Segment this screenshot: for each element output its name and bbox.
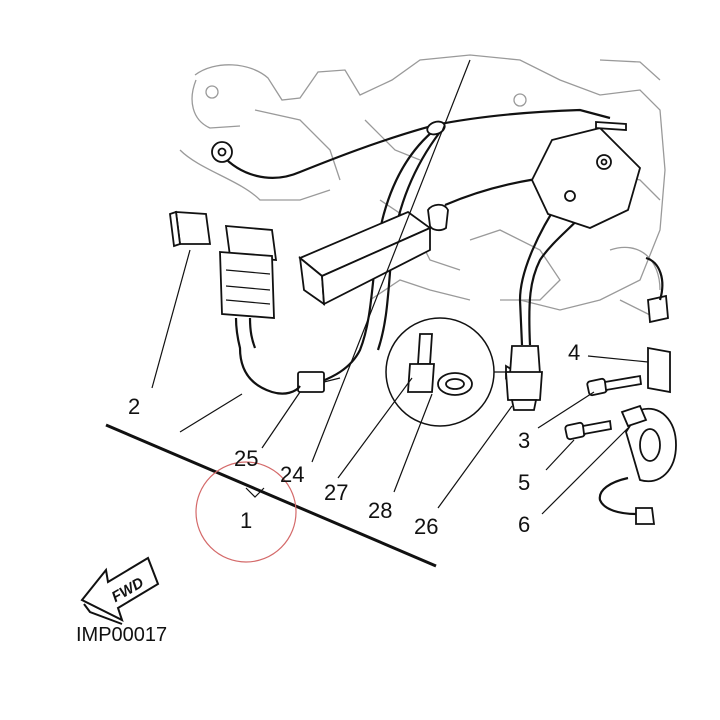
part-2-cover bbox=[169, 210, 212, 248]
part-27-terminal bbox=[407, 333, 435, 393]
callout-1: 1 bbox=[240, 508, 252, 533]
part-6-sensor bbox=[598, 256, 677, 525]
leader-lines bbox=[151, 59, 649, 515]
ring-terminal bbox=[211, 141, 233, 163]
baseline-edge bbox=[105, 423, 437, 568]
callout-28: 28 bbox=[368, 498, 392, 523]
part-3-bolt bbox=[586, 374, 642, 397]
callout-3: 3 bbox=[518, 428, 530, 453]
callout-25: 25 bbox=[234, 446, 258, 471]
sensor-connector bbox=[219, 225, 301, 395]
part-4-block bbox=[647, 346, 671, 394]
callout-6: 6 bbox=[518, 512, 530, 537]
image-reference-code: IMP00017 bbox=[76, 624, 168, 646]
callout-labels: 2 25 24 27 28 26 1 4 3 5 6 bbox=[128, 340, 580, 539]
part-5-bolt bbox=[564, 419, 612, 441]
callout-4: 4 bbox=[568, 340, 580, 365]
connector-25 bbox=[297, 371, 341, 393]
callout-5: 5 bbox=[518, 470, 530, 495]
callout-26: 26 bbox=[414, 514, 438, 539]
detail-inset bbox=[385, 317, 518, 427]
callout-1-circle bbox=[195, 461, 297, 563]
part-26-sensor-plug bbox=[505, 345, 543, 411]
fwd-arrow: FWD bbox=[80, 556, 160, 625]
mounting-bracket bbox=[530, 121, 642, 229]
harness-module-box bbox=[298, 203, 449, 306]
callout-2: 2 bbox=[128, 394, 140, 419]
callout-24: 24 bbox=[280, 462, 304, 487]
callout-27: 27 bbox=[324, 480, 348, 505]
part-28-washer bbox=[437, 372, 473, 396]
